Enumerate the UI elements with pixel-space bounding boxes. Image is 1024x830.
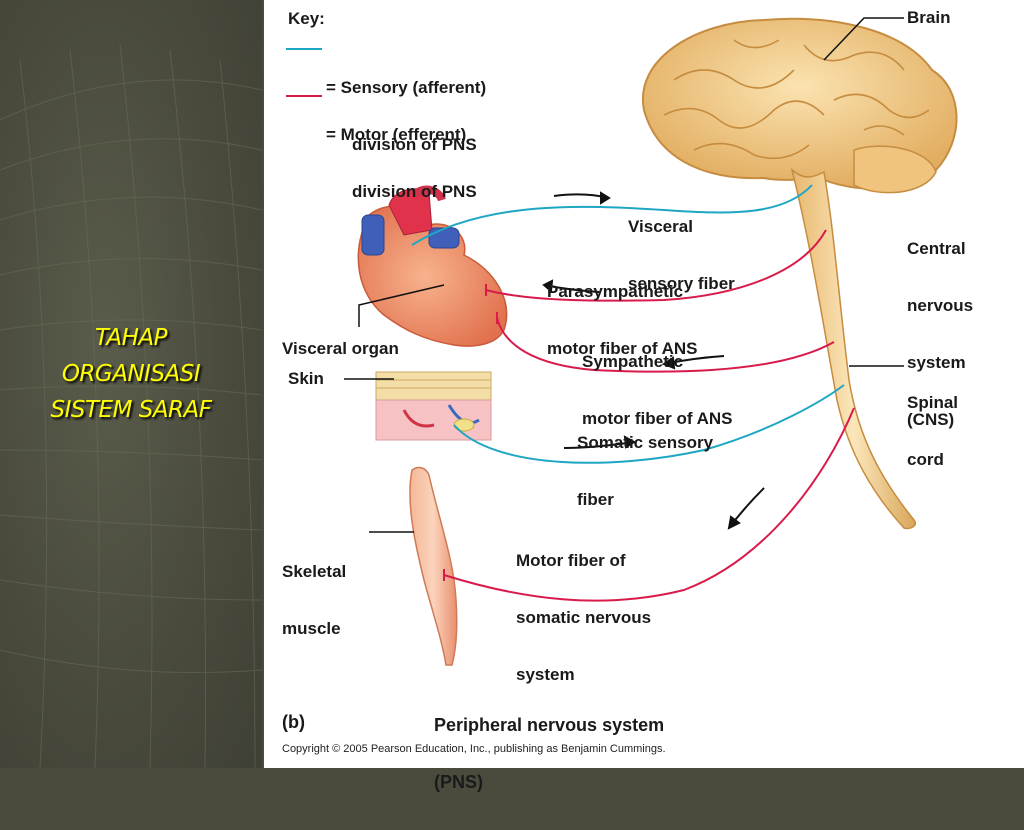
label-spinal-cord: Spinal cord: [907, 355, 958, 507]
heart-illustration: [357, 185, 508, 347]
label-parasympathetic-line-2: motor fiber of ANS: [547, 339, 698, 358]
label-visceral-sensory-line-2: sensory fiber: [628, 274, 735, 293]
label-cns-line-4: (CNS): [907, 410, 955, 429]
label-skeletal-muscle-line-1: Skeletal: [282, 562, 347, 581]
label-cns-line-3: system: [907, 353, 966, 372]
label-spinal-cord-line-1: Spinal: [907, 393, 959, 412]
sympathetic-motor-fiber: [496, 317, 835, 373]
label-somatic-sensory-line-1: Somatic sensory: [577, 433, 714, 452]
motor-endings: [443, 284, 498, 581]
label-visceral-sensory-line-1: Visceral: [628, 217, 693, 236]
background-grid: [0, 44, 262, 768]
nervous-system-figure: Key: = Sensory (afferent) division of PN…: [264, 0, 1024, 792]
key-title: Key:: [288, 9, 325, 28]
brain-illustration: [641, 17, 958, 194]
label-motor-somatic-line-1: Motor fiber of: [516, 551, 626, 570]
key-sensory-line-2: division of PNS: [352, 135, 477, 154]
label-pns-line-2: (PNS): [434, 772, 483, 792]
label-motor-somatic-line-2: somatic nervous: [516, 608, 652, 627]
label-skeletal-muscle-line-2: muscle: [282, 619, 341, 638]
arrow-visceral-sensory: [553, 191, 611, 205]
label-somatic-sensory-line-2: fiber: [577, 490, 614, 509]
somatic-sensory-fiber: [453, 384, 845, 464]
label-visceral-organ: Visceral organ: [282, 339, 399, 358]
skin-illustration: [375, 371, 492, 441]
left-panel: TAHAP ORGANISASI SISTEM SARAF: [0, 0, 262, 768]
arrow-parasympathetic: [542, 279, 600, 294]
label-skin: Skin: [288, 369, 324, 388]
spinal-cord-illustration: [790, 167, 916, 530]
label-visceral-sensory-fiber: Visceral sensory fiber: [628, 179, 735, 331]
panel-label: (b): [282, 712, 305, 732]
slide-title-line-1: TAHAP: [94, 325, 168, 351]
arrow-somatic-sensory: [563, 435, 636, 449]
key-sensory-line-1: = Sensory (afferent): [326, 78, 487, 97]
key-motor-line-1: = Motor (efferent): [326, 125, 467, 144]
slide-title-line-2: ORGANISASI: [61, 361, 201, 387]
key-motor-line-2: division of PNS: [352, 182, 477, 201]
figure-drawing: [286, 17, 958, 666]
label-sympathetic-line-1: Sympathetic: [582, 352, 684, 371]
label-motor-somatic: Motor fiber of somatic nervous system: [516, 513, 651, 722]
label-brain: Brain: [907, 8, 951, 27]
label-pns-line-1: Peripheral nervous system: [434, 715, 665, 735]
slide-title-line-3: SISTEM SARAF: [50, 397, 213, 423]
label-parasympathetic-line-1: Parasympathetic: [547, 282, 684, 301]
copyright-notice: Copyright © 2005 Pearson Education, Inc.…: [282, 743, 666, 755]
slide-title: TAHAP ORGANISASI SISTEM SARAF: [0, 320, 262, 428]
label-sympathetic: Sympathetic motor fiber of ANS: [582, 314, 732, 466]
label-sympathetic-line-2: motor fiber of ANS: [582, 409, 733, 428]
arrow-somatic-motor: [727, 487, 765, 530]
parasympathetic-motor-fiber: [485, 229, 827, 302]
label-spinal-cord-line-2: cord: [907, 450, 944, 469]
leader-lines: [344, 17, 904, 533]
label-cns: Central nervous system (CNS): [907, 201, 973, 467]
label-skeletal-muscle: Skeletal muscle: [282, 524, 346, 676]
visceral-sensory-fiber: [411, 184, 813, 246]
label-cns-line-1: Central: [907, 239, 966, 258]
key-sensory-label: = Sensory (afferent) division of PNS: [326, 40, 486, 192]
label-motor-somatic-line-3: system: [516, 665, 575, 684]
label-somatic-sensory-fiber: Somatic sensory fiber: [577, 395, 713, 547]
label-cns-line-2: nervous: [907, 296, 974, 315]
label-parasympathetic: Parasympathetic motor fiber of ANS: [547, 244, 697, 396]
somatic-motor-fiber: [443, 407, 855, 602]
key-motor-label: = Motor (efferent) division of PNS: [326, 87, 477, 239]
skeletal-muscle-illustration: [409, 466, 458, 666]
arrow-sympathetic: [661, 355, 725, 370]
